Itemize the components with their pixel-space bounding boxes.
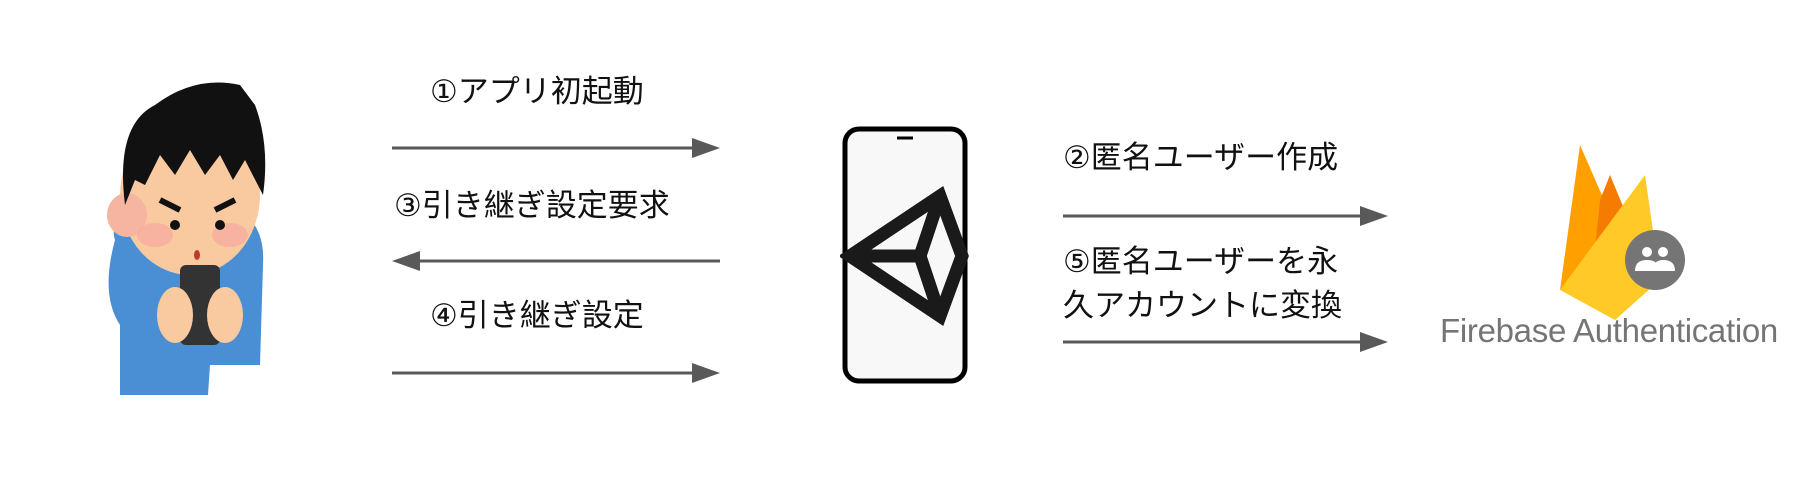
step4-label: ④引き継ぎ設定 — [430, 298, 644, 334]
phone-unity-app-icon — [840, 126, 969, 384]
step2-label: ②匿名ユーザー作成 — [1063, 140, 1339, 176]
arrow-step3-left — [392, 251, 720, 271]
user-illustration — [107, 82, 266, 395]
arrow-step1-right — [392, 138, 720, 158]
arrow-step4-right — [392, 363, 720, 383]
firebase-logo-icon — [1560, 145, 1685, 320]
arrow-step2-right — [1063, 206, 1388, 226]
firebase-authentication-label: Firebase Authentication — [1440, 312, 1778, 349]
step1-label: ①アプリ初起動 — [430, 74, 644, 110]
step5-label-line2: 久アカウントに変換 — [1063, 288, 1342, 324]
step3-label: ③引き継ぎ設定要求 — [394, 188, 670, 224]
arrow-step5-right — [1063, 332, 1388, 352]
step5-label-line1: ⑤匿名ユーザーを永 — [1063, 244, 1339, 280]
